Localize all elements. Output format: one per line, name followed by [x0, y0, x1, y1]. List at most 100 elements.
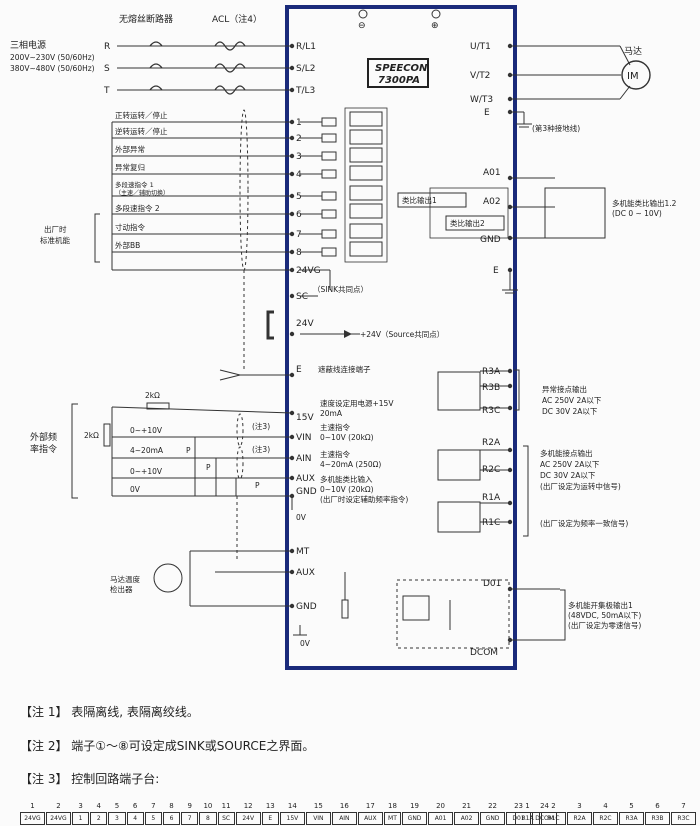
- terminal-cell-number: 22: [488, 802, 498, 810]
- thermal-label: 马达温度: [110, 574, 140, 584]
- terminal-cell-label: D01: [512, 815, 525, 822]
- terminal-cell-number: 7: [151, 802, 156, 810]
- diagram-canvas: 无熔丝断路器 ACL（注4） 三相电源 200V~230V (50/60Hz) …: [10, 5, 677, 670]
- ext-freq-label: 外部频: [30, 431, 57, 443]
- minus-terminal: ⊖: [358, 21, 366, 31]
- terminal-cell-label: R2A: [573, 815, 586, 822]
- terminal-a02: A02: [483, 197, 501, 207]
- terminal-cell-label: 8: [205, 815, 210, 822]
- terminal-cell-number: 1: [525, 802, 530, 810]
- vin-desc-2: 0~10V (20kΩ): [320, 433, 374, 442]
- terminal-r3c: R3C: [482, 406, 500, 416]
- label-ms1: 多段速指令 1: [115, 180, 154, 189]
- terminal-cell-label: VIN: [313, 815, 324, 822]
- factory-label-2: 标准机能: [40, 235, 70, 245]
- terminal-2: 2: [296, 134, 302, 144]
- label-ext-fault: 外部异常: [115, 144, 145, 154]
- in-r: R: [104, 42, 110, 52]
- mf-contact-2: AC 250V 2A以下: [540, 460, 600, 469]
- terminal-vin: VIN: [296, 433, 312, 443]
- terminal-r3a: R3A: [482, 367, 501, 377]
- terminal-d01: D01: [483, 579, 501, 589]
- terminal-aux: AUX: [296, 474, 315, 484]
- mf-contact-5: (出厂设定为频率一致信号): [540, 518, 628, 528]
- zero-volt: 0V: [130, 485, 141, 494]
- oc-out-2: (48VDC, 50mA以下): [568, 611, 641, 620]
- terminal-cell-label: 7: [187, 815, 192, 822]
- terminal-cell-number: 17: [365, 802, 375, 810]
- terminal-cell-label: R3C: [677, 815, 690, 822]
- terminal-analog-gnd: GND: [480, 235, 501, 245]
- note-1: 【注 1】 表隔离线, 表隔离绞线。: [20, 705, 199, 719]
- terminal-ain: AIN: [296, 454, 312, 464]
- terminal-cell-number: 15: [313, 802, 323, 810]
- terminal-gnd: GND: [296, 487, 317, 497]
- fault-out-2: AC 250V 2A以下: [542, 396, 602, 405]
- terminal-cell-label: A02: [460, 815, 473, 822]
- in-t: T: [103, 86, 110, 96]
- terminal-cell-number: 8: [169, 802, 174, 810]
- terminal-3: 3: [296, 152, 302, 162]
- fault-out-3: DC 30V 2A以下: [542, 407, 598, 416]
- motor-label: 马达: [624, 45, 642, 57]
- terminal-cell-label: MT: [388, 815, 397, 822]
- mf-analog-out: 多机能类比输出1.2: [612, 198, 677, 208]
- shield-label: 遮蔽线连接端子: [318, 364, 371, 374]
- terminal-sl2: S/L2: [296, 64, 316, 74]
- label-fwd: 正转运转／停止: [115, 110, 168, 120]
- terminal-cell-label: 6: [169, 815, 174, 822]
- terminal-cell-label: SC: [222, 815, 231, 822]
- terminal-gnd-2: GND: [296, 602, 317, 612]
- motor-im: IM: [627, 71, 639, 82]
- terminal-cell-number: 18: [388, 802, 397, 810]
- terminal-cell-label: 1: [78, 815, 83, 822]
- psu-desc: 速度设定用电源+15V: [320, 398, 394, 408]
- terminal-cell-label: 24VG: [50, 815, 67, 822]
- shield-p3: P: [255, 481, 260, 490]
- terminal-r3b: R3B: [482, 383, 500, 393]
- terminal-cell-number: 21: [462, 802, 472, 810]
- terminal-6: 6: [296, 210, 302, 220]
- terminal-cell-label: R2C: [599, 815, 612, 822]
- terminal-cell-number: 4: [603, 802, 608, 810]
- terminal-mt: MT: [296, 547, 310, 557]
- aux-desc-3: (出厂时设定辅助频率指令): [320, 494, 408, 504]
- mf-contact: 多机能接点输出: [540, 448, 593, 458]
- breaker-label: 无熔丝断路器: [119, 13, 173, 25]
- ext-freq-label-2: 率指令: [30, 443, 57, 455]
- acl-label: ACL（注4）: [212, 13, 262, 25]
- terminal-cell-label: AIN: [339, 815, 350, 822]
- terminal-cell-number: 20: [436, 802, 446, 810]
- ain-desc: 主速指令: [320, 449, 350, 459]
- note-2: 【注 2】 端子①～⑧可设定成SINK或SOURCE之界面。: [20, 739, 315, 753]
- terminal-cell-number: 16: [339, 802, 349, 810]
- resistor-2k-left: 2kΩ: [84, 431, 99, 440]
- terminal-e: E: [484, 108, 490, 118]
- terminal-cell-label: 15V: [286, 815, 299, 822]
- terminal-cell-number: 19: [410, 802, 420, 810]
- fault-out: 异常接点输出: [542, 384, 587, 394]
- thermal-label-2: 检出器: [110, 584, 133, 594]
- mf-contact-4: (出厂设定为运转中信号): [540, 481, 621, 491]
- motor-symbol: [621, 60, 651, 90]
- label-jog: 寸动指令: [115, 222, 145, 232]
- terminal-cell-number: 2: [56, 802, 61, 810]
- terminal-r1c: R1C: [482, 518, 500, 528]
- terminal-cell-number: 13: [265, 802, 275, 810]
- terminal-analog-e: E: [493, 266, 499, 276]
